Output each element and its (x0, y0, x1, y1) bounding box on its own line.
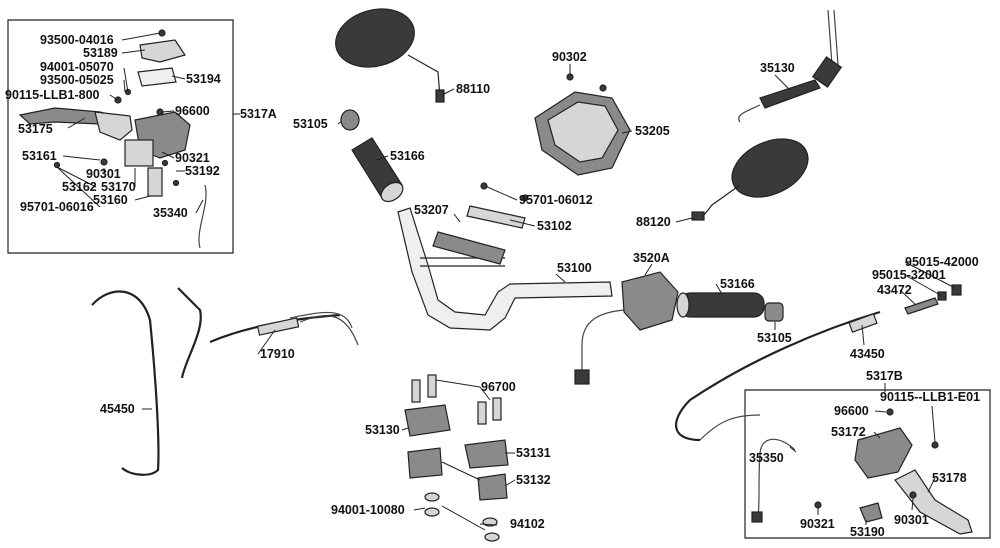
label-95015-32001: 95015-32001 (872, 268, 946, 282)
riser-53131 (464, 439, 509, 469)
grip-left-53166 (351, 137, 404, 203)
grip-end-right-53105 (764, 302, 784, 322)
label-53166-right: 53166 (720, 277, 755, 291)
throttle-spring-43472 (904, 284, 962, 315)
switch-wire-35340 (198, 184, 207, 249)
label-53194: 53194 (186, 72, 221, 86)
cable-45450 (91, 290, 160, 476)
label-88120: 88120 (636, 215, 671, 229)
bolt-90115-llb1-e01 (931, 441, 939, 449)
label-90115-llb1-e01: 90115--LLB1-E01 (880, 390, 980, 404)
label-53131: 53131 (516, 446, 551, 460)
clamp-plate-53102 (466, 182, 529, 229)
headlight-cover-53205 (534, 91, 631, 176)
label-53160: 53160 (93, 193, 128, 207)
label-95015-42000: 95015-42000 (905, 255, 979, 269)
label-35130: 35130 (760, 61, 795, 75)
bolt-90321-right (814, 501, 822, 509)
label-88110: 88110 (456, 82, 490, 96)
label-96600-left: 96600 (175, 104, 210, 118)
bar-pad-53207 (432, 231, 506, 265)
label-53162: 53162 (62, 180, 97, 194)
label-94001-10080: 94001-10080 (331, 503, 405, 517)
group-box-5317a (7, 19, 234, 254)
bolt-90301-right (909, 491, 917, 499)
label-43450: 43450 (850, 347, 885, 361)
label-93500-04016: 93500-04016 (40, 33, 114, 47)
grip-end-left-53105 (340, 109, 360, 131)
label-53178: 53178 (932, 471, 967, 485)
label-95701-06016: 95701-06016 (20, 200, 94, 214)
bolt-90302-b (599, 84, 607, 92)
label-90321-right: 90321 (800, 517, 835, 531)
label-35340: 35340 (153, 206, 188, 220)
label-53205: 53205 (635, 124, 670, 138)
label-90301-right: 90301 (894, 513, 929, 527)
label-53190: 53190 (850, 525, 885, 539)
label-53207: 53207 (414, 203, 449, 217)
riser-53132 (407, 447, 508, 501)
kill-switch-35130 (738, 9, 843, 123)
label-96700: 96700 (481, 380, 516, 394)
label-43472: 43472 (877, 283, 912, 297)
label-53105-left: 53105 (293, 117, 328, 131)
label-95701-06012: 95701-06012 (519, 193, 593, 207)
label-5317b: 5317B (866, 369, 903, 383)
label-53175: 53175 (18, 122, 53, 136)
brake-lever-left (18, 107, 133, 141)
right-switch-3520a (574, 271, 679, 385)
label-90302: 90302 (552, 50, 587, 64)
mirror-left-88110 (335, 8, 445, 103)
label-5317a: 5317A (240, 107, 277, 121)
riser-bolts-96700 (411, 374, 502, 425)
label-53130: 53130 (365, 423, 400, 437)
master-cylinder-left (124, 39, 191, 197)
label-17910: 17910 (260, 347, 295, 361)
label-53166-left: 53166 (390, 149, 425, 163)
throttle-cable-43450 (674, 310, 881, 442)
label-45450: 45450 (100, 402, 135, 416)
label-53105-right: 53105 (757, 331, 792, 345)
label-90321-left: 90321 (175, 151, 210, 165)
label-53100: 53100 (557, 261, 592, 275)
lever-holder-53172 (854, 427, 913, 479)
label-90301-left: 90301 (86, 167, 121, 181)
label-94102: 94102 (510, 517, 545, 531)
label-53189: 53189 (83, 46, 118, 60)
bolt-96600-right (886, 408, 894, 416)
label-53102: 53102 (537, 219, 572, 233)
wire-35350 (751, 438, 796, 523)
brake-lever-right-53178 (894, 469, 973, 535)
lever-part-53190 (859, 502, 883, 523)
grip-right-53166 (676, 292, 765, 318)
label-53170: 53170 (101, 180, 136, 194)
label-53161: 53161 (22, 149, 57, 163)
label-53132: 53132 (516, 473, 551, 487)
label-93500-05025: 93500-05025 (40, 73, 114, 87)
label-3520a: 3520A (633, 251, 670, 265)
leader-lines (56, 32, 956, 531)
label-53192: 53192 (185, 164, 220, 178)
label-96600-right: 96600 (834, 404, 869, 418)
label-94001-05070: 94001-05070 (40, 60, 114, 74)
label-35350: 35350 (749, 451, 784, 465)
group-box-5317b (744, 389, 991, 539)
cable-17910 (177, 287, 359, 379)
mirror-right-88120 (691, 138, 809, 221)
label-90115-llb1-800: 90115-LLB1-800 (5, 88, 100, 102)
label-53172: 53172 (831, 425, 866, 439)
riser-53130 (404, 404, 451, 437)
